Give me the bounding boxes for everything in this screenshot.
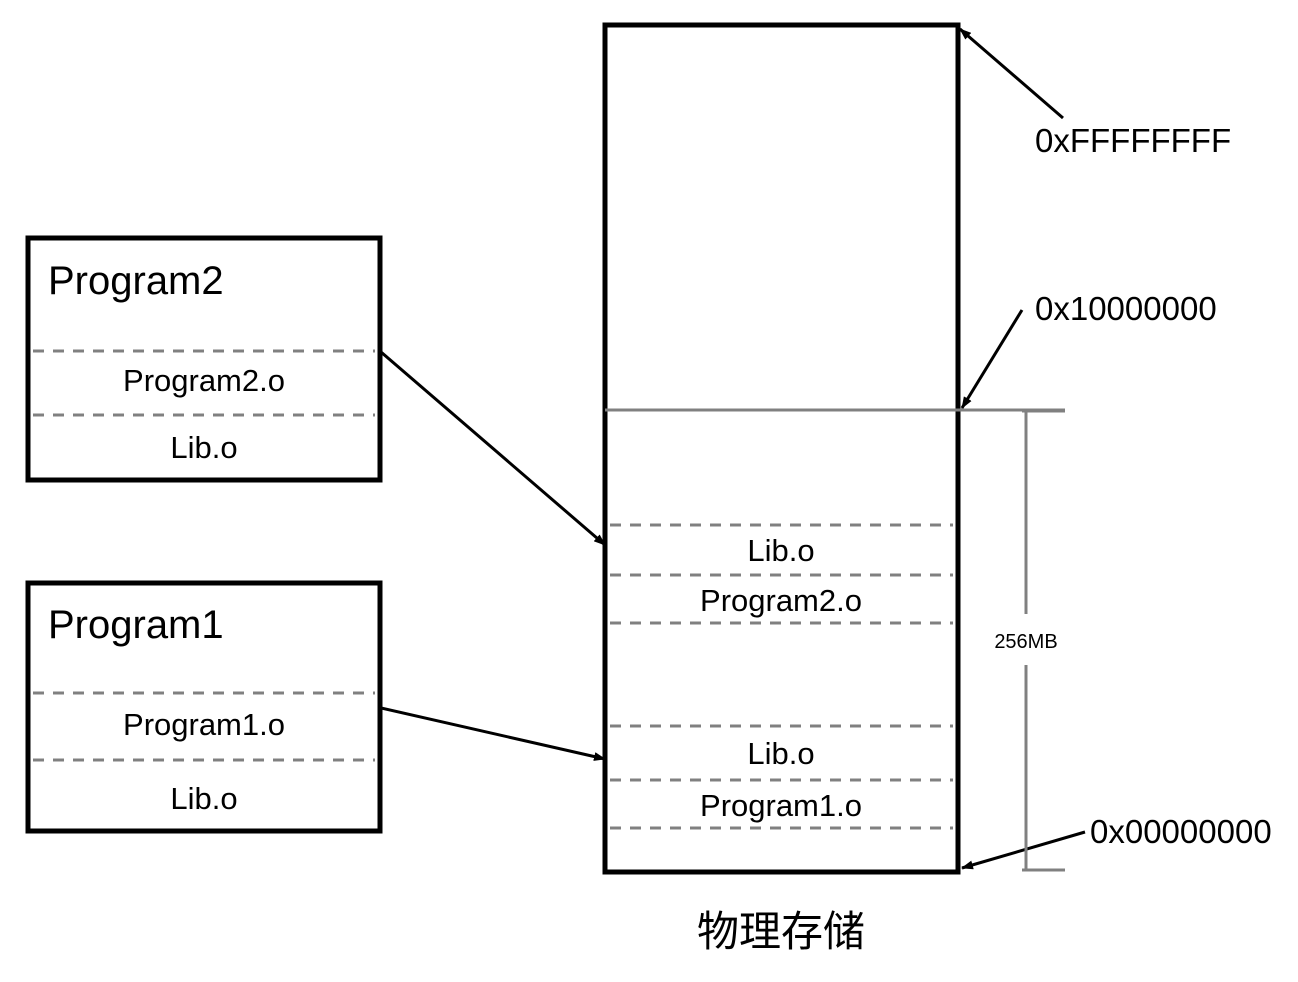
address-leader-bottom [961, 830, 1086, 870]
program2-box: Program2 Program2.o Lib.o [25, 235, 383, 483]
program2-box-outline [25, 235, 383, 483]
program1-row-program1-o: Program1.o [123, 707, 285, 742]
address-leader-top [959, 27, 1064, 120]
mapping-arrow-program2 [380, 350, 606, 547]
dimension-label-256mb: 256MB [994, 631, 1057, 653]
address-label-middle: 0x10000000 [1035, 290, 1217, 327]
program1-box-outline [25, 580, 383, 834]
memory-segment-label-program2-o: Program2.o [700, 583, 862, 618]
memory-segment-label-lib-lower: Lib.o [747, 736, 814, 771]
address-label-bottom: 0x00000000 [1090, 813, 1272, 850]
diagram-caption: 物理存储 [697, 908, 865, 955]
program2-row-program2-o: Program2.o [123, 363, 285, 398]
program1-row-lib-o: Lib.o [170, 781, 237, 816]
dimension-bracket-256mb: 256MB [994, 409, 1065, 872]
memory-segment-label-lib-upper: Lib.o [747, 533, 814, 568]
address-label-top: 0xFFFFFFFF [1035, 122, 1231, 159]
physical-memory-column: Lib.o Program2.o Lib.o Program1.o [602, 22, 1065, 875]
memory-segment-label-program1-o: Program1.o [700, 788, 862, 823]
memory-column-outline [602, 22, 961, 875]
program2-row-lib-o: Lib.o [170, 430, 237, 465]
address-leader-middle [960, 309, 1024, 409]
program1-box: Program1 Program1.o Lib.o [25, 580, 383, 834]
program1-title: Program1 [48, 603, 224, 647]
program2-title: Program2 [48, 259, 224, 303]
mapping-arrow-program1 [380, 706, 606, 761]
